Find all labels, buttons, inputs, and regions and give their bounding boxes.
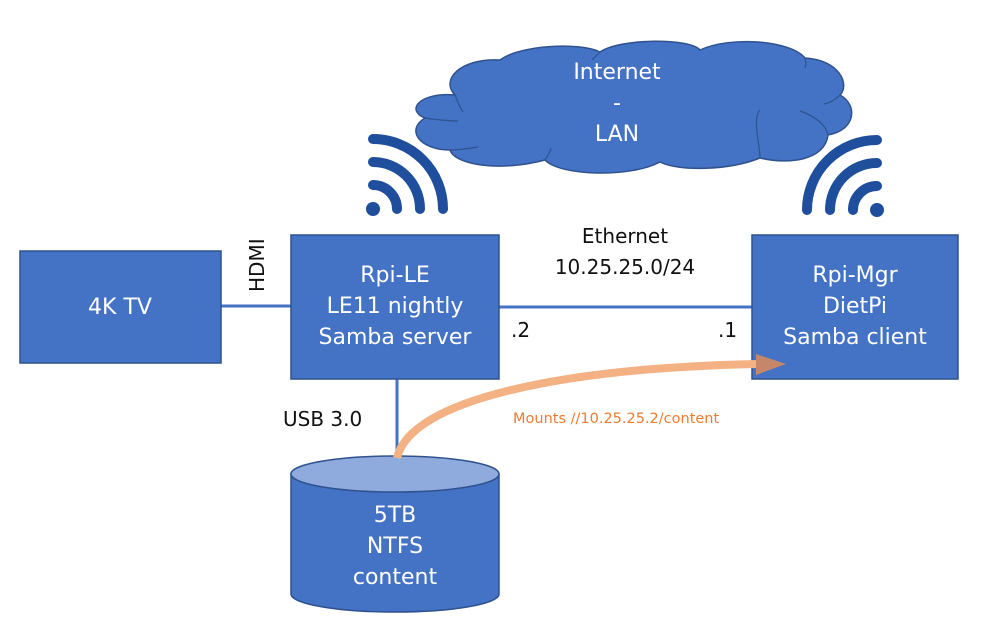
node-disk: 5TB NTFS content	[290, 455, 500, 613]
node-label: 4K TV	[88, 295, 152, 320]
node-rpi-le: Rpi-LE LE11 nightly Samba server	[290, 234, 500, 380]
cloud-label-line: -	[613, 91, 621, 116]
mount-arrow	[393, 354, 786, 460]
node-label: NTFS	[367, 534, 423, 559]
usb-label: USB 3.0	[283, 407, 362, 431]
ethernet-label: Ethernet	[582, 224, 668, 248]
ethernet-right-endpoint: .1	[718, 318, 737, 342]
cloud-label-line: LAN	[595, 122, 639, 147]
node-label: content	[353, 565, 438, 590]
arrow-head-icon	[756, 354, 786, 375]
node-label: 5TB	[374, 503, 417, 528]
node-4k-tv: 4K TV	[19, 250, 222, 364]
wifi-icon	[366, 134, 448, 216]
node-label: DietPi	[823, 294, 887, 319]
node-label: LE11 nightly	[327, 294, 464, 319]
hdmi-label: HDMI	[245, 238, 269, 292]
ethernet-subnet-label: 10.25.25.0/24	[555, 255, 695, 279]
ethernet-left-endpoint: .2	[511, 318, 530, 342]
mount-label: Mounts //10.25.25.2/content	[513, 411, 720, 427]
node-label: Samba server	[319, 325, 473, 350]
cloud-internet-lan: Internet - LAN	[415, 40, 853, 174]
node-label: Samba client	[783, 325, 927, 350]
node-label: Rpi-LE	[360, 263, 429, 288]
cloud-label-line: Internet	[573, 60, 661, 85]
node-label: Rpi-Mgr	[812, 263, 898, 288]
node-rpi-mgr: Rpi-Mgr DietPi Samba client	[751, 234, 959, 380]
wifi-icon	[802, 135, 884, 217]
